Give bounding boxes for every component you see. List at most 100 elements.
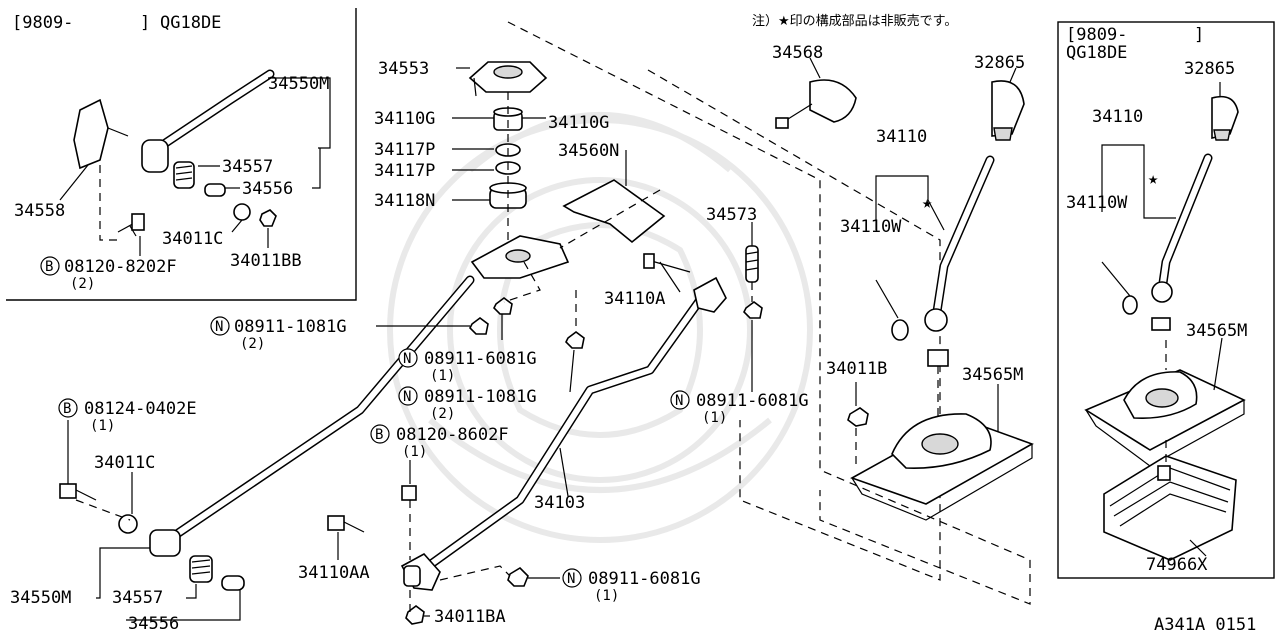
label-34118N: 34118N — [374, 191, 435, 211]
lever-ball — [924, 308, 948, 332]
label-34110G-a: 34110G — [374, 109, 435, 129]
svg-text:N: N — [675, 393, 683, 409]
label-34117P-b: 34117P — [374, 161, 435, 181]
pin-34556 — [221, 575, 245, 591]
lever-joint — [927, 349, 949, 367]
svg-text:B: B — [63, 401, 71, 417]
bolt-08124 — [59, 483, 77, 499]
label-34553: 34553 — [378, 59, 429, 79]
svg-text:B: B — [375, 427, 383, 443]
inset-right-title-bracket: ] — [1194, 25, 1204, 45]
housing-34565M-inset — [1084, 369, 1246, 467]
seat-34553 — [468, 61, 548, 93]
nut-08911-6081G-bottom — [507, 566, 529, 587]
inset-left-title-range: [9809- — [12, 13, 73, 33]
label-34560N: 34560N — [558, 141, 619, 161]
inset-left-title-bracket: ] — [140, 13, 150, 33]
bracket-34110A — [693, 276, 727, 313]
spring-34573 — [745, 245, 759, 283]
lever-joint-inset — [1151, 317, 1171, 331]
label-32865: 32865 — [974, 53, 1025, 73]
nut-08911-6081G-b — [743, 301, 763, 319]
svg-text:(2): (2) — [430, 406, 455, 422]
boot-74966X-inset — [1103, 455, 1237, 561]
plate-34560N — [562, 179, 666, 244]
fastener-callout-5: B 08120-8602F (1) — [370, 424, 509, 460]
nut-34011BA — [405, 605, 425, 625]
grommet-34110W-inset — [1122, 295, 1138, 315]
label-34565M: 34565M — [962, 365, 1023, 385]
spring-34557 — [189, 555, 213, 583]
label-74966X-inset: 74966X — [1146, 555, 1208, 575]
bolt-qty-inset: (2) — [70, 276, 95, 292]
watermark-emblem — [387, 112, 813, 543]
svg-text:08911-6081G: 08911-6081G — [696, 391, 809, 411]
washer-34011C — [118, 514, 138, 534]
label-34550M-inset: 34550M — [268, 74, 329, 94]
grommet-34110W — [891, 319, 909, 341]
bolt-badge-circle-inset — [40, 256, 60, 276]
fastener-callout-4: N 08911-6081G (1) — [670, 390, 809, 426]
nut-08911-1081G-a — [469, 317, 489, 335]
footer-code: A341A 0151 — [1154, 615, 1256, 635]
label-34110W: 34110W — [840, 217, 902, 237]
svg-text:08124-0402E: 08124-0402E — [84, 399, 197, 419]
label-34556-inset: 34556 — [242, 179, 293, 199]
star-marker-main: ★ — [922, 193, 932, 213]
label-34011C: 34011C — [94, 453, 155, 473]
svg-text:N: N — [403, 351, 411, 367]
label-34011BA: 34011BA — [434, 607, 506, 627]
bolt-34110A — [643, 253, 655, 269]
nut-08911-1081G-b — [565, 331, 585, 349]
inset-right: [9809- ] QG18DE ★ — [1057, 21, 1275, 579]
knob-32865 — [991, 80, 1025, 137]
svg-text:(1): (1) — [430, 368, 455, 384]
svg-text:08120-8602F: 08120-8602F — [396, 425, 509, 445]
bracket-34558-inset — [73, 98, 109, 170]
star-marker-inset-right: ★ — [1148, 169, 1158, 189]
svg-text:N: N — [403, 389, 411, 405]
label-34011BB-inset: 34011BB — [230, 251, 302, 271]
label-34550M: 34550M — [10, 588, 71, 608]
svg-text:(1): (1) — [90, 418, 115, 434]
main-assembly: ★ 34553 34110G 34110G 34117P 34117P 3411… — [10, 21, 1034, 634]
svg-text:(1): (1) — [594, 588, 619, 604]
bushing-34550M — [149, 529, 181, 557]
lever-ball-inset — [1151, 281, 1173, 303]
label-34558-inset: 34558 — [14, 201, 65, 221]
svg-text:08911-6081G: 08911-6081G — [588, 569, 701, 589]
svg-text:(1): (1) — [402, 444, 427, 460]
inset-right-title-engine: QG18DE — [1066, 43, 1127, 63]
bolt-inset — [131, 213, 145, 231]
bushing-inset — [141, 139, 169, 173]
inset-left-title-engine: QG18DE — [160, 13, 221, 33]
label-34573: 34573 — [706, 205, 757, 225]
inset-left-frame — [6, 8, 357, 301]
fastener-callout-6: B 08124-0402E (1) — [58, 398, 197, 434]
label-34110: 34110 — [876, 127, 927, 147]
knob-32865-inset — [1211, 95, 1239, 139]
fastener-callout-3: N 08911-1081G (2) — [398, 386, 537, 422]
label-34011B: 34011B — [826, 359, 887, 379]
svg-text:(2): (2) — [240, 336, 265, 352]
label-34110-inset: 34110 — [1092, 107, 1143, 127]
label-34011C-inset: 34011C — [162, 229, 223, 249]
spring-34557-inset — [173, 161, 195, 189]
label-34565M-inset: 34565M — [1186, 321, 1247, 341]
nut-08911-6081G-a — [493, 297, 513, 315]
nut-34011B — [847, 407, 869, 427]
header-note: 注）★印の構成部品は非販売です。 — [752, 13, 957, 29]
label-34556: 34556 — [128, 614, 179, 634]
label-34557-inset: 34557 — [222, 157, 273, 177]
svg-text:08911-1081G: 08911-1081G — [234, 317, 347, 337]
label-34110A: 34110A — [604, 289, 665, 309]
pin-34556-inset — [204, 183, 226, 197]
svg-text:N: N — [215, 319, 223, 335]
inset-right-frame — [1057, 21, 1275, 579]
label-32865-inset: 32865 — [1184, 59, 1235, 79]
bolt-08120-8602F — [401, 485, 417, 501]
inset-right-title-range: [9809- — [1066, 25, 1127, 45]
housing-34565M — [850, 413, 1034, 521]
bolt-number-inset: 08120-8202F — [64, 257, 177, 277]
